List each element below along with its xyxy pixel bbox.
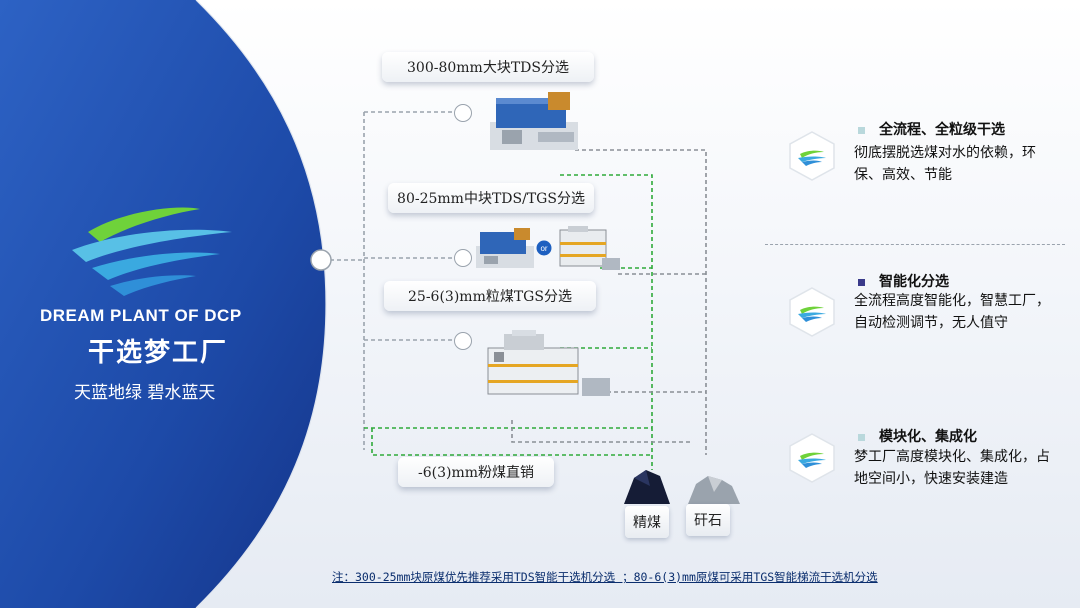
feature-title: 模块化、集成化 — [858, 426, 977, 446]
feature-marker — [858, 278, 865, 286]
tgs-machine-medium-icon — [559, 226, 620, 270]
brand-name-cn: 干选梦工厂 — [88, 338, 229, 368]
feature-item: 模块化、集成化 梦工厂高度模块化、集成化，占地空间小，快速安装建造 — [770, 420, 1070, 520]
feed-line — [330, 111, 452, 450]
stage-300-80-label: 300-80mm大块TDS分选 — [382, 52, 594, 82]
feed-inlet-node — [310, 249, 332, 271]
feature-desc: 全流程高度智能化，智慧工厂，自动检测调节，无人值守 — [854, 293, 1050, 331]
svg-text:or: or — [540, 244, 547, 253]
gangue-pile-icon — [688, 476, 740, 504]
feature-desc: 梦工厂高度模块化、集成化，占地空间小，快速安装建造 — [854, 449, 1050, 487]
tds-machine-medium-icon — [476, 228, 534, 268]
feature-item: 全流程、全粒级干选 彻底摆脱选煤对水的依赖，环保、高效、节能 — [770, 110, 1070, 200]
feature-hex-logo-icon — [789, 433, 835, 483]
feature-title: 全流程、全粒级干选 — [858, 119, 1005, 139]
stage-node — [454, 104, 472, 122]
feature-item: 智能化分选 全流程高度智能化，智慧工厂，自动检测调节，无人值守 — [770, 262, 1070, 362]
tds-machine-large-icon — [490, 92, 578, 150]
stage-node — [454, 332, 472, 350]
brand-panel — [0, 0, 327, 608]
reject-line — [511, 149, 707, 455]
stage-80-25-label: 80-25mm中块TDS/TGS分选 — [388, 183, 594, 213]
feature-hex-logo-icon — [789, 287, 835, 337]
feature-title: 智能化分选 — [858, 271, 949, 291]
output-gangue-label: 矸石 — [686, 504, 730, 536]
stage-25-6-label: 25-6(3)mm粒煤TGS分选 — [384, 281, 596, 311]
product-line — [364, 174, 653, 470]
feature-divider — [765, 244, 1065, 245]
dcp-logo-icon — [72, 207, 232, 296]
stage-node — [454, 249, 472, 267]
stage-fines-label: -6(3)mm粉煤直销 — [398, 457, 554, 487]
brand-name-en: DREAM PLANT OF DCP — [40, 306, 242, 325]
feature-hex-logo-icon — [789, 131, 835, 181]
feature-desc: 彻底摆脱选煤对水的依赖，环保、高效、节能 — [854, 145, 1036, 183]
clean-coal-pile-icon — [624, 470, 670, 504]
output-clean-coal-label: 精煤 — [625, 506, 669, 538]
feature-marker — [858, 433, 865, 441]
or-badge: or — [536, 240, 552, 256]
feature-marker — [858, 126, 865, 134]
brand-slogan: 天蓝地绿 碧水蓝天 — [74, 383, 216, 403]
tgs-machine-large-icon — [487, 330, 610, 396]
footnote: 注：300-25mm块原煤优先推荐采用TDS智能干选机分选 ；80-6(3)mm… — [332, 570, 878, 584]
